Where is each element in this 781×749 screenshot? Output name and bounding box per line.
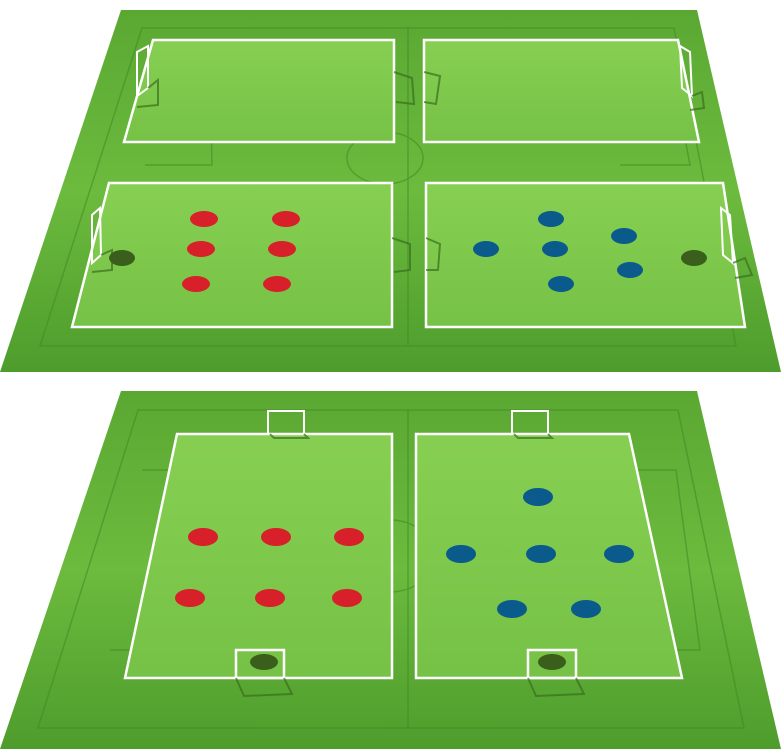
blue-player-icon [611, 228, 637, 244]
blue-player-icon [571, 600, 601, 618]
red-player-icon [182, 276, 210, 292]
red-player-icon [268, 241, 296, 257]
red-player-icon [255, 589, 285, 607]
zone-top-right [424, 40, 699, 142]
red-player-icon [332, 589, 362, 607]
red-player-icon [175, 589, 205, 607]
top-diagram [0, 10, 781, 372]
blue-player-icon [523, 488, 553, 506]
blue-player-icon [473, 241, 499, 257]
red-player-icon [187, 241, 215, 257]
blue-player-icon [538, 211, 564, 227]
bottom-diagram [0, 391, 781, 749]
blue-player-icon [542, 241, 568, 257]
red-player-icon [188, 528, 218, 546]
zone-top-left [124, 40, 394, 142]
red-player-icon [334, 528, 364, 546]
blue-player-icon [617, 262, 643, 278]
red-player-icon [272, 211, 300, 227]
goalkeeper-icon [681, 250, 707, 266]
blue-player-icon [548, 276, 574, 292]
blue-player-icon [446, 545, 476, 563]
blue-player-icon [604, 545, 634, 563]
red-player-icon [190, 211, 218, 227]
goalkeeper-icon [250, 654, 278, 670]
blue-player-icon [497, 600, 527, 618]
red-player-icon [261, 528, 291, 546]
goalkeeper-icon [538, 654, 566, 670]
goalkeeper-icon [109, 250, 135, 266]
blue-player-icon [526, 545, 556, 563]
red-player-icon [263, 276, 291, 292]
